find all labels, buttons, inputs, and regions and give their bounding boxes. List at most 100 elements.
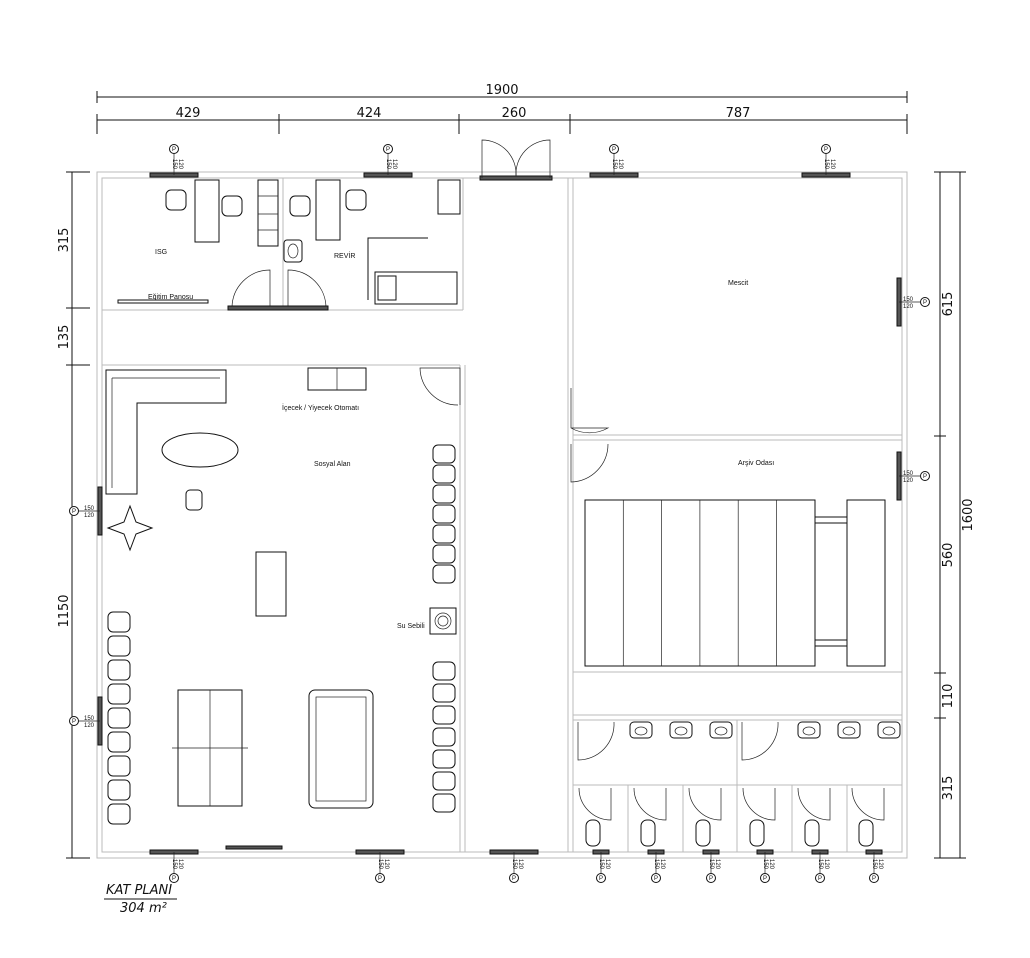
isg-cabinet: [257, 179, 279, 247]
washbasin: [877, 721, 901, 739]
stall-door: [851, 787, 885, 821]
window-mark: P: [172, 147, 176, 153]
window-mark: P: [386, 147, 390, 153]
window-height-label: 120: [383, 859, 389, 870]
window-width-label: 150: [762, 859, 768, 870]
window-height-label: 120: [604, 859, 610, 870]
dim-total-height: 1600: [961, 498, 976, 531]
dim-total-width: 1900: [485, 83, 518, 98]
toilet: [749, 819, 765, 847]
isg-desk: [194, 179, 220, 243]
chairs: [107, 189, 456, 825]
dim-right-4: 315: [941, 776, 956, 801]
washbasin-bowl: [674, 726, 688, 736]
washbasin: [709, 721, 733, 739]
chair: [107, 803, 131, 825]
window-width-label: 150: [903, 297, 914, 303]
door[interactable]: [570, 388, 610, 434]
doors[interactable]: [227, 269, 610, 483]
chair: [432, 484, 456, 504]
window-width-label: 150: [903, 471, 914, 477]
dim-top-1: 429: [176, 106, 201, 121]
toilet: [585, 819, 601, 847]
corner-sofa: [105, 369, 227, 495]
su-sebili-label: Su Sebili: [397, 623, 425, 630]
door[interactable]: [419, 367, 461, 406]
plan-title: KAT PLANI: [106, 883, 172, 898]
window-mark: P: [872, 876, 876, 882]
washbasin-bowl: [802, 726, 816, 736]
chair: [107, 731, 131, 753]
window-mark-circle: [69, 506, 79, 516]
window-height-label: 120: [84, 723, 95, 729]
window-mark: P: [763, 876, 767, 882]
entrance-double-door[interactable]: [479, 139, 553, 181]
washbasin-bowl: [634, 726, 648, 736]
training-board: [117, 299, 209, 304]
squat-toilet: [640, 819, 656, 847]
window-mark-circle: [383, 144, 393, 154]
window-height-label: 120: [84, 513, 95, 519]
social-furniture: [105, 367, 457, 809]
dim-top-3: 260: [502, 106, 527, 121]
billiard-table: [308, 689, 374, 809]
door[interactable]: [231, 269, 271, 309]
window-width-label: 150: [653, 859, 659, 870]
armchair: [185, 489, 203, 511]
window-width-label: 150: [611, 159, 617, 170]
window-mark: P: [512, 876, 516, 882]
otomat-label: İçecek / Yiyecek Otomatı: [282, 403, 359, 412]
washbasin-bowl: [882, 726, 896, 736]
chair: [107, 659, 131, 681]
water-dispenser: [429, 607, 457, 635]
revir-cabinet: [437, 179, 461, 215]
dim-right-2: 560: [941, 543, 956, 568]
window-mark: P: [709, 876, 713, 882]
window-width-label: 150: [84, 716, 95, 722]
window-width-label: 150: [598, 859, 604, 870]
room-label-sosyal-alan: Sosyal Alan: [314, 461, 351, 468]
door-swing: [287, 269, 327, 309]
window-height-label: 120: [617, 159, 623, 170]
stall-door: [742, 787, 776, 821]
chair: [432, 793, 456, 813]
window-mark: P: [654, 876, 658, 882]
window-mark-circle: [609, 144, 619, 154]
washbasin: [629, 721, 653, 739]
window-width-label: 150: [377, 859, 383, 870]
stall-door: [688, 787, 722, 821]
chair: [107, 683, 131, 705]
window-width-label: 150: [171, 859, 177, 870]
window-width-label: 150: [823, 159, 829, 170]
oval-table: [161, 432, 239, 468]
chair: [432, 661, 456, 681]
dim-left-3: 1150: [57, 594, 72, 627]
window-mark: P: [923, 300, 927, 306]
chair: [107, 755, 131, 777]
window-width-label: 150: [511, 859, 517, 870]
room-label-isg: ISG: [155, 249, 167, 256]
window-mark: P: [172, 876, 176, 882]
restroom-door: [741, 721, 779, 761]
chair: [432, 504, 456, 524]
window-mark: P: [72, 719, 76, 725]
dim-top-4: 787: [726, 106, 751, 121]
door[interactable]: [570, 443, 609, 483]
revir-desk: [315, 179, 341, 241]
window-mark-circle: [815, 873, 825, 883]
archive-shelves: [584, 499, 886, 667]
window-height-label: 120: [903, 304, 914, 310]
window-mark-circle: [596, 873, 606, 883]
chair: [432, 771, 456, 791]
plant: [106, 504, 154, 552]
toilet: [858, 819, 874, 847]
window-height-label: 120: [829, 159, 835, 170]
door[interactable]: [287, 269, 327, 309]
window-mark-circle: [169, 873, 179, 883]
chair: [107, 635, 131, 657]
window-mark-circle: [706, 873, 716, 883]
chair: [107, 779, 131, 801]
window-height-label: 120: [903, 478, 914, 484]
window-mark: P: [378, 876, 382, 882]
